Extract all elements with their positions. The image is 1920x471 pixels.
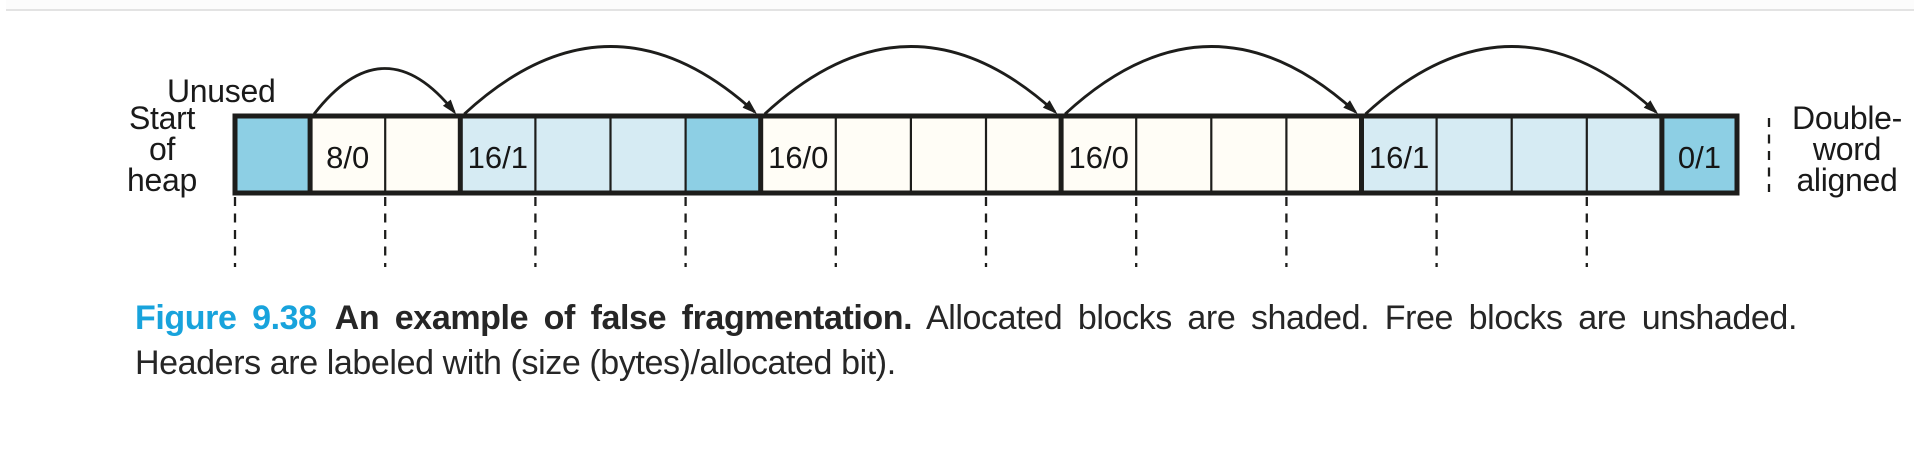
double-word-aligned-label: Double- word aligned — [1778, 100, 1916, 198]
page-top-edge — [6, 0, 1914, 11]
heap-cell-light — [460, 116, 536, 193]
caption-line1: Figure 9.38 An example of false fragmenta… — [135, 296, 1797, 341]
double-word-line3: aligned — [1796, 162, 1898, 198]
start-of-heap-line1: Start — [128, 100, 196, 136]
figure-title: An example of false fragmentation. — [334, 299, 913, 337]
heap-cell-light — [1511, 116, 1587, 193]
heap-bar-border — [232, 113, 1740, 196]
heap-cell-light — [1436, 116, 1512, 193]
heap-cell-light — [610, 116, 686, 193]
heap-diagram: 8/0 16/1 16/0 16/0 16/1 0/1 — [232, 45, 1771, 267]
block-header-label: 16/0 — [1068, 140, 1128, 175]
traversal-arrow — [312, 67, 457, 115]
traversal-arrow — [1064, 45, 1358, 116]
heap-cell-dark — [685, 116, 761, 193]
heap-cell-dark — [235, 116, 311, 193]
heap-cell-light — [1586, 116, 1662, 193]
block-header-label: 16/1 — [1369, 140, 1429, 175]
block-header-label: 8/0 — [326, 140, 369, 175]
traversal-arrow — [463, 45, 757, 116]
block-header-label: 16/1 — [468, 140, 528, 175]
double-word-line2: word — [1812, 131, 1882, 167]
heap-cell-light — [535, 116, 611, 193]
figure-caption: Figure 9.38 An example of false fragmenta… — [135, 296, 1797, 386]
unused-label: Unused — [167, 73, 276, 109]
caption-line2: Headers are labeled with (size (bytes)/a… — [135, 344, 896, 382]
figure-number: Figure 9.38 — [135, 299, 317, 337]
start-of-heap-label: Start of heap — [98, 100, 226, 198]
start-of-heap-line2: of — [148, 131, 176, 167]
traversal-arrow — [1364, 45, 1659, 116]
block-header-label: 0/1 — [1678, 140, 1721, 175]
start-of-heap-line3: heap — [127, 162, 197, 198]
heap-cell-light — [1361, 116, 1437, 193]
double-word-line1: Double- — [1792, 100, 1902, 136]
heap-cell-dark — [1661, 116, 1737, 193]
block-header-label: 16/0 — [768, 140, 828, 175]
traversal-arrow — [763, 45, 1058, 116]
caption-text: Allocated blocks are shaded. Free blocks… — [925, 299, 1797, 337]
